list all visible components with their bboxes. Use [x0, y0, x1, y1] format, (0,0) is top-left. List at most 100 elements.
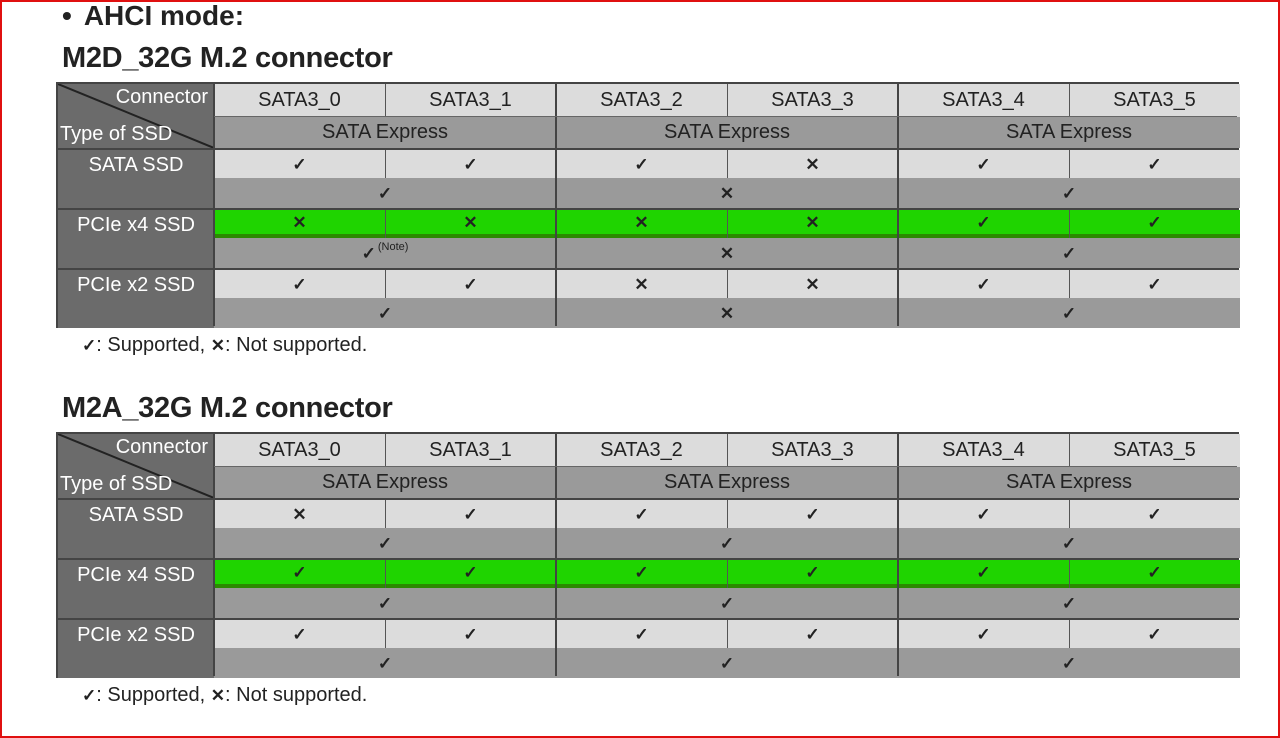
check-icon: ✓	[292, 624, 307, 644]
port-status-cell: ✕	[556, 270, 727, 298]
legend-supported: : Supported,	[96, 684, 206, 706]
check-icon: ✓	[1147, 562, 1162, 582]
check-icon: ✓	[976, 562, 991, 582]
cross-icon: ✕	[634, 212, 649, 232]
group-header: SATA Express	[898, 117, 1240, 148]
port-status-cell: ✓	[898, 620, 1069, 648]
check-icon: ✓	[361, 243, 376, 263]
port-divider-header	[385, 434, 386, 467]
cross-icon: ✕	[805, 212, 820, 232]
port-header: SATA3_3	[727, 84, 898, 117]
port-status-cell: ✓	[1069, 620, 1240, 648]
port-status-cell: ✓	[556, 560, 727, 588]
corner-ssd-type-label: Type of SSD	[60, 123, 173, 145]
check-icon: ✓	[976, 154, 991, 174]
port-status-cell: ✓	[1069, 560, 1240, 588]
port-status-cell: ✓	[898, 150, 1069, 178]
port-status-cell: ✓	[1069, 270, 1240, 298]
corner-connector-label: Connector	[115, 436, 208, 458]
check-icon: ✓	[1061, 533, 1077, 553]
corner-ssd-type-label: Type of SSD	[60, 473, 173, 495]
check-icon: ✓	[1147, 504, 1162, 524]
port-header: SATA3_2	[556, 434, 727, 467]
port-divider-header	[727, 84, 728, 117]
port-divider	[1069, 270, 1070, 298]
cross-icon: ✕	[719, 303, 735, 323]
group-header: SATA Express	[556, 117, 898, 148]
port-status-cell: ✓	[898, 270, 1069, 298]
port-status-cell: ✓	[214, 620, 385, 648]
port-header: SATA3_1	[385, 434, 556, 467]
check-icon: ✓	[976, 624, 991, 644]
port-divider	[727, 210, 728, 238]
corner-connector-label: Connector	[115, 86, 208, 108]
port-status-cell: ✓	[385, 500, 556, 528]
bullet-dot-icon: •	[62, 0, 72, 31]
group-status-cell: ✕	[556, 178, 898, 208]
port-status-cell: ✓	[727, 560, 898, 588]
group-status-cell: ✓	[556, 588, 898, 618]
port-status-cell: ✕	[727, 150, 898, 178]
group-divider	[897, 434, 899, 676]
legend-supported: : Supported,	[96, 334, 206, 356]
row-divider	[58, 208, 1237, 210]
port-divider	[727, 150, 728, 178]
legend-not-supported: : Not supported.	[225, 334, 368, 356]
port-status-cell: ✓	[1069, 210, 1240, 238]
port-status-cell: ✓	[385, 560, 556, 588]
cross-icon: ✕	[210, 686, 226, 705]
check-icon: ✓	[1061, 303, 1077, 323]
note-superscript: (Note)	[377, 241, 409, 253]
check-icon: ✓	[1147, 274, 1162, 294]
table-title-m2a: M2A_32G M.2 connector	[62, 392, 393, 424]
port-divider	[1069, 210, 1070, 238]
group-divider	[897, 84, 899, 326]
row-divider	[58, 148, 1237, 150]
row-label: PCIe x2 SSD	[58, 618, 214, 678]
check-icon: ✓	[82, 686, 97, 705]
check-icon: ✓	[1147, 212, 1162, 232]
port-header: SATA3_3	[727, 434, 898, 467]
group-header: SATA Express	[556, 467, 898, 498]
group-divider	[555, 434, 557, 676]
check-icon: ✓	[634, 154, 649, 174]
port-header: SATA3_0	[214, 84, 385, 117]
port-header: SATA3_5	[1069, 84, 1240, 117]
port-divider	[1069, 500, 1070, 528]
check-icon: ✓	[1061, 653, 1077, 673]
check-icon: ✓	[805, 562, 820, 582]
port-divider	[385, 150, 386, 178]
port-status-cell: ✓	[898, 560, 1069, 588]
check-icon: ✓	[976, 504, 991, 524]
port-divider	[727, 560, 728, 588]
group-header: SATA Express	[214, 117, 556, 148]
port-divider-header	[1069, 434, 1070, 467]
port-divider	[385, 270, 386, 298]
port-status-cell: ✓	[898, 210, 1069, 238]
group-divider	[555, 84, 557, 326]
port-divider	[1069, 620, 1070, 648]
group-status-cell: ✓	[898, 238, 1240, 268]
check-icon: ✓	[719, 533, 735, 553]
port-status-cell: ✕	[556, 210, 727, 238]
check-icon: ✓	[377, 533, 393, 553]
port-status-cell: ✕	[214, 500, 385, 528]
check-icon: ✓	[1061, 243, 1077, 263]
row-divider	[58, 268, 1237, 270]
check-icon: ✓	[82, 336, 97, 355]
header-divider	[214, 116, 1237, 117]
port-divider	[727, 620, 728, 648]
group-status-cell: ✓	[556, 648, 898, 678]
row-label: PCIe x4 SSD	[58, 208, 214, 268]
cross-icon: ✕	[292, 212, 307, 232]
cross-icon: ✕	[210, 336, 226, 355]
check-icon: ✓	[1147, 624, 1162, 644]
port-status-cell: ✓	[214, 150, 385, 178]
check-icon: ✓	[463, 624, 478, 644]
port-divider	[727, 500, 728, 528]
check-icon: ✓	[292, 562, 307, 582]
group-header: SATA Express	[898, 467, 1240, 498]
